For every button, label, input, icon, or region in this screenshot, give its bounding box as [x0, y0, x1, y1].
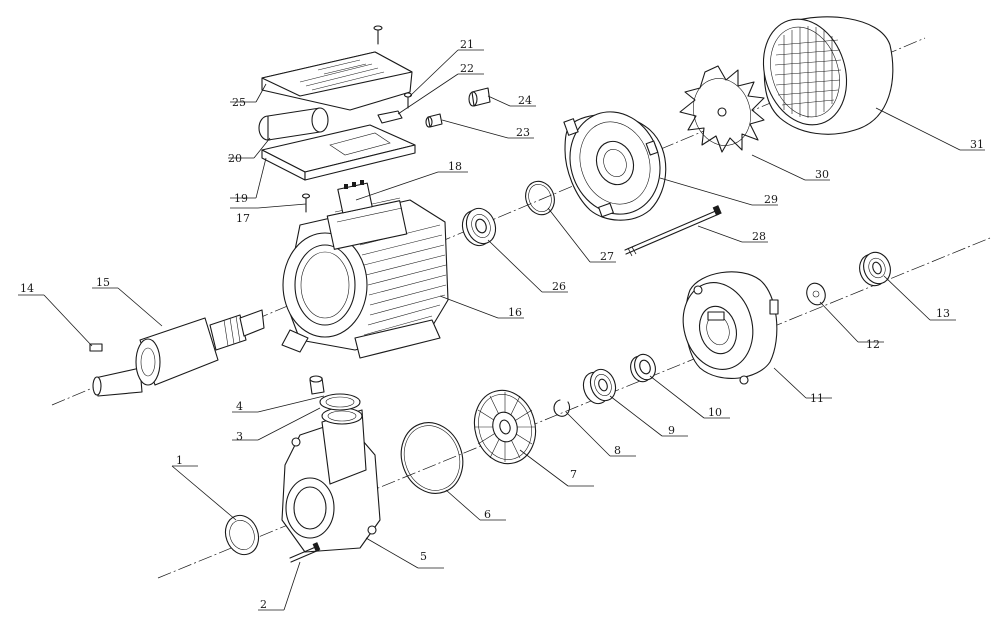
label-27: 27: [600, 250, 614, 263]
label-2: 2: [260, 598, 267, 611]
label-17: 17: [236, 212, 250, 225]
part-26-bearing: [461, 207, 497, 247]
part-2-bolt: [289, 542, 321, 563]
label-28: 28: [752, 230, 766, 243]
part-7-impeller: [473, 389, 537, 465]
part-27-wave-washer: [525, 180, 555, 216]
part-6-o-ring: [400, 422, 464, 494]
label-21: 21: [460, 38, 474, 51]
label-23: 23: [516, 126, 530, 139]
label-18: 18: [448, 160, 462, 173]
label-8: 8: [614, 444, 621, 457]
label-15: 15: [96, 276, 110, 289]
part-13-bearing: [859, 251, 891, 287]
part-10-seal-ring: [630, 353, 656, 383]
label-7: 7: [570, 468, 577, 481]
label-20: 20: [228, 152, 242, 165]
label-16: 16: [508, 306, 522, 319]
label-14: 14: [20, 282, 34, 295]
part-25-terminal-box-cover: [261, 51, 413, 111]
label-29: 29: [764, 193, 778, 206]
leader-lines: [18, 49, 985, 611]
label-25: 25: [232, 96, 246, 109]
part-28-long-bolt: [624, 205, 722, 257]
part-4-plug: [309, 375, 325, 395]
label-26: 26: [552, 280, 566, 293]
part-23-bushing: [425, 113, 443, 128]
part-30-fan: [679, 65, 765, 153]
part-20-cable-gland: [258, 107, 329, 141]
label-19: 19: [234, 192, 248, 205]
part-5-pump-body: [281, 407, 381, 553]
part-31-fan-cover: [762, 16, 894, 135]
label-1: 1: [176, 454, 183, 467]
label-11: 11: [810, 392, 824, 405]
label-4: 4: [236, 400, 243, 413]
label-31: 31: [970, 138, 984, 151]
part-1-seal-ring: [224, 514, 260, 556]
part-19-terminal-box-base: [261, 124, 416, 181]
part-labels: 31 30 29 28 27 26 16 18 17 19 20 25 21 2…: [20, 38, 984, 611]
label-6: 6: [484, 508, 491, 521]
label-24: 24: [518, 94, 532, 107]
part-8-circlip: [553, 399, 571, 417]
label-12: 12: [866, 338, 880, 351]
part-22-cable-clamp: [377, 110, 403, 124]
part-29-rear-end-cover: [563, 111, 667, 221]
part-3-o-ring: [319, 393, 361, 411]
label-5: 5: [420, 550, 427, 563]
label-9: 9: [668, 424, 675, 437]
label-30: 30: [815, 168, 829, 181]
label-3: 3: [236, 430, 243, 443]
part-14-key: [89, 343, 103, 352]
part-17-screw: [301, 193, 311, 213]
label-22: 22: [460, 62, 474, 75]
label-10: 10: [708, 406, 722, 419]
part-12-washer: [806, 282, 826, 306]
part-15-rotor-shaft: [92, 309, 265, 397]
label-13: 13: [936, 307, 950, 320]
part-16-motor-housing: [281, 180, 449, 359]
part-11-front-bracket: [682, 271, 779, 385]
part-cover-screw: [373, 25, 383, 45]
part-9-mechanical-seal: [582, 368, 617, 405]
part-24-bushing: [468, 87, 491, 107]
